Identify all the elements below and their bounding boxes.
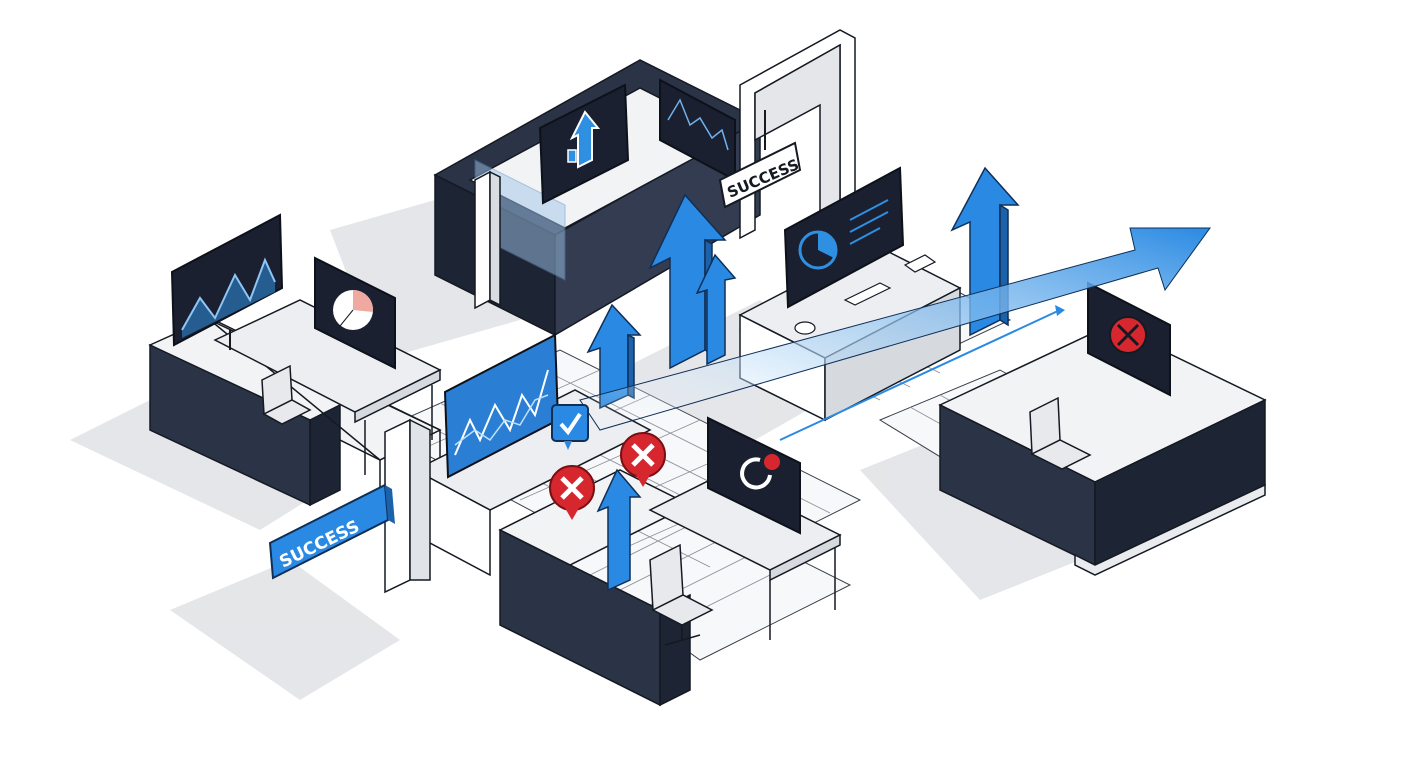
desk-items xyxy=(794,254,937,335)
front-desk-right xyxy=(648,474,842,640)
chair-left xyxy=(261,364,312,425)
error-badge-2 xyxy=(620,432,666,487)
check-badge xyxy=(551,404,589,450)
pie-slice xyxy=(353,289,374,312)
up-arrow-icon xyxy=(596,468,642,592)
pillar-left xyxy=(474,170,501,310)
monitor-right-error xyxy=(1087,281,1171,397)
pillar-front xyxy=(384,418,431,594)
monitor-front-error xyxy=(707,416,801,535)
chair-front xyxy=(649,543,714,646)
chair-right xyxy=(1029,396,1092,470)
front-cubicle xyxy=(498,469,692,707)
monitor-back-left xyxy=(538,83,630,205)
monitor-left-pie xyxy=(314,256,396,370)
monitor-left-chart xyxy=(170,213,284,350)
trend-arrow xyxy=(579,227,1211,441)
x-circle-icon xyxy=(764,454,780,470)
monitor-front-chart xyxy=(443,333,560,479)
check-icon xyxy=(559,412,582,436)
monitor-center-right-pie xyxy=(783,166,905,309)
up-arrow-icon xyxy=(695,253,737,366)
up-arrow-icon xyxy=(569,110,601,169)
upward-arrows xyxy=(586,166,1020,592)
left-desk xyxy=(213,299,442,475)
trend-line xyxy=(779,309,1061,441)
right-cubicle xyxy=(938,324,1267,576)
error-badge-1 xyxy=(549,465,595,520)
